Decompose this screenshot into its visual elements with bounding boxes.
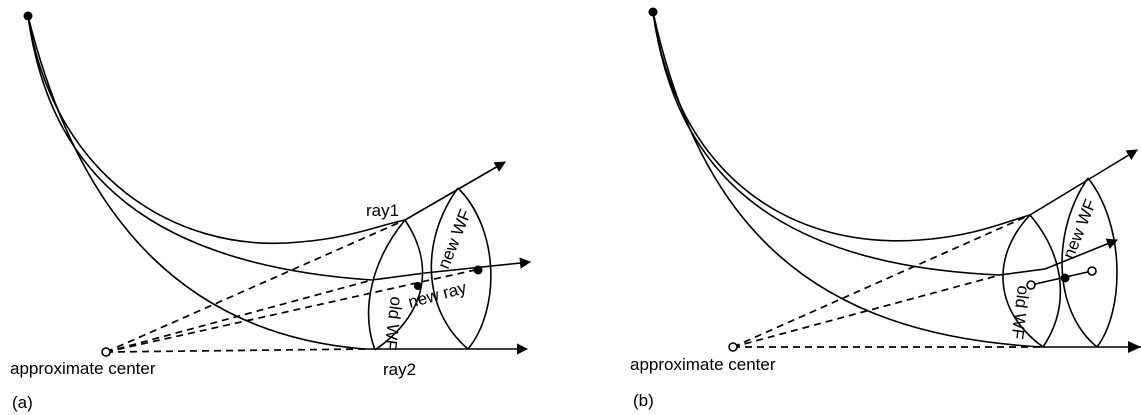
old-wf-point [414, 282, 422, 290]
approximate-center-marker [101, 347, 111, 357]
middle-continuation [371, 272, 426, 281]
panel-a: ray1 ray2 new ray new WF old WF approxim… [10, 11, 532, 412]
new-wf-point [1087, 266, 1097, 276]
panel-b: new WF old WF approximate center (b) [630, 7, 1141, 410]
ray-path-middle [27, 15, 373, 281]
old-wf-left-arc [1002, 214, 1044, 348]
label-old-wf: old WF [380, 296, 405, 352]
dashed-to-ray1 [105, 219, 406, 353]
old-wf-left-arc [367, 219, 406, 351]
middle-continuation [999, 268, 1046, 276]
approximate-center-marker [728, 342, 738, 352]
label-approximate-center: approximate center [10, 359, 156, 378]
dashed-to-ray2 [105, 348, 366, 353]
dashed-to-middle [732, 274, 1001, 348]
label-approximate-center: approximate center [630, 355, 776, 374]
old-wf-point [1026, 280, 1036, 290]
ray-path-lower [652, 11, 1044, 348]
new-wf-right-arc [457, 187, 492, 350]
new-wf-left-arc [1061, 177, 1098, 348]
ray-path-upper [27, 15, 406, 244]
dashed-to-upper [732, 214, 1031, 348]
label-ray2: ray2 [383, 360, 416, 379]
upper-arrow [1029, 149, 1138, 216]
old-wf-right-arc [1029, 214, 1062, 348]
new-wf-point [473, 265, 483, 275]
dashed-to-middle [105, 279, 373, 353]
ray-path-upper [652, 11, 1031, 242]
label-new-wf: new WF [434, 207, 475, 272]
dashed-new-ray [105, 269, 476, 353]
label-ray1: ray1 [366, 201, 399, 220]
label-old-wf: old WF [1007, 285, 1032, 341]
new-wf-right-arc [1087, 177, 1118, 348]
panel-b-tag: (b) [633, 391, 654, 410]
new-wf-left-arc [430, 187, 469, 350]
ray-path-middle [652, 11, 1001, 276]
lower-arrowhead [1128, 341, 1141, 353]
ray-path-lower [27, 15, 366, 350]
midpoint [1060, 273, 1070, 283]
panel-a-tag: (a) [12, 393, 33, 412]
